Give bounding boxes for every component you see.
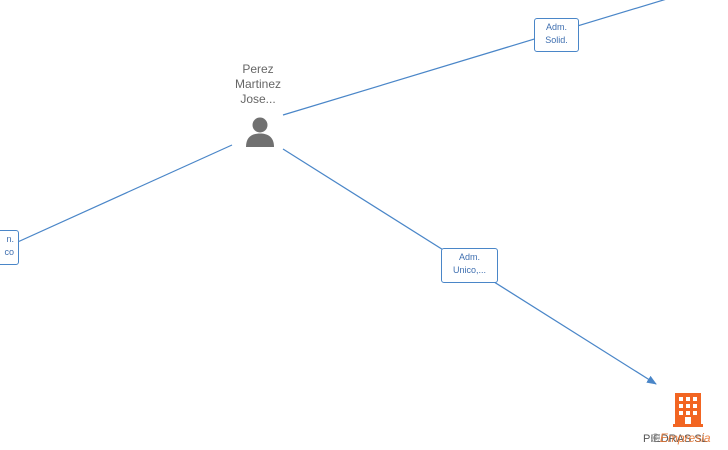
relation-label-adm-unico[interactable]: Adm. Unico,... [441,248,498,283]
watermark-text: Empresia [659,431,711,445]
edge-person-to-left [0,144,233,251]
relation-label-adm-solid[interactable]: Adm. Solid. [534,18,579,52]
person-name-line-3: Jose... [240,92,276,106]
empresia-watermark: ©Empresia [651,430,711,446]
relation-label-line-2: Solid. [545,35,568,45]
relation-label-line-1: n. [6,234,14,244]
relation-label-line-2: co [4,247,14,257]
relation-label-line-2: Unico,... [452,265,486,275]
person-name-line-1: Perez [242,62,274,76]
relation-label-line-1: Adm. [545,22,567,32]
person-name-line-2: Martinez [234,77,281,91]
relation-label-left-partial[interactable]: n. co [0,230,19,265]
copyright-symbol: © [651,431,660,445]
building-icon[interactable] [673,393,703,427]
edge-person-to-top-right [282,0,666,116]
relation-label-line-1: Adm. [458,252,480,262]
person-node-name[interactable]: Perez Martinez Jose... [218,62,298,107]
company-node-name[interactable]: PIEDRAS SL [643,433,708,445]
person-icon[interactable] [243,116,277,148]
